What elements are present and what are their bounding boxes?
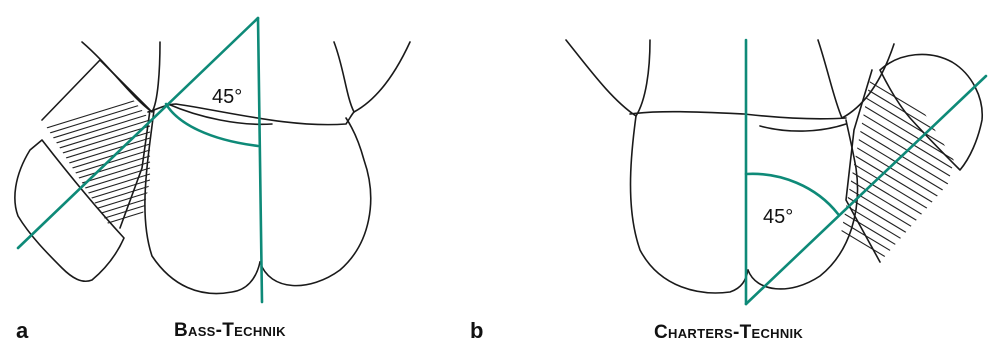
panel-a-letter: a xyxy=(16,318,28,344)
panel-a-gum-outline-right xyxy=(334,42,410,112)
panel-b-angle-label: 45° xyxy=(763,206,793,229)
panel-b-brush-axis-line xyxy=(746,76,986,304)
panel-b-caption: Charters-Technik xyxy=(654,322,803,344)
panel-a-angle-label: 45° xyxy=(212,86,242,109)
panel-b-gum-outline-left xyxy=(566,40,650,116)
panel-a-gum-outline xyxy=(82,42,160,112)
panel-b-brush-tuft-outline xyxy=(846,70,880,262)
panel-b-left-tooth xyxy=(631,116,749,293)
panel-a-tooth-axis-line xyxy=(258,18,262,302)
panel-b-sulcus-curve xyxy=(760,124,846,131)
panel-b-right-tooth xyxy=(748,120,858,289)
panel-a-right-tooth xyxy=(260,118,371,286)
panel-b-gum-margin xyxy=(630,112,846,119)
panel-b-gum-outline-right xyxy=(818,40,894,118)
panel-a-gum-margin xyxy=(148,104,354,125)
panel-b-drawing xyxy=(566,40,986,304)
panel-a-drawing xyxy=(15,18,410,302)
panel-a-left-tooth xyxy=(145,110,260,294)
panel-b-letter: b xyxy=(470,318,483,344)
panel-a-caption: Bass-Technik xyxy=(174,320,286,342)
panel-a-brush-bristles xyxy=(40,96,150,244)
